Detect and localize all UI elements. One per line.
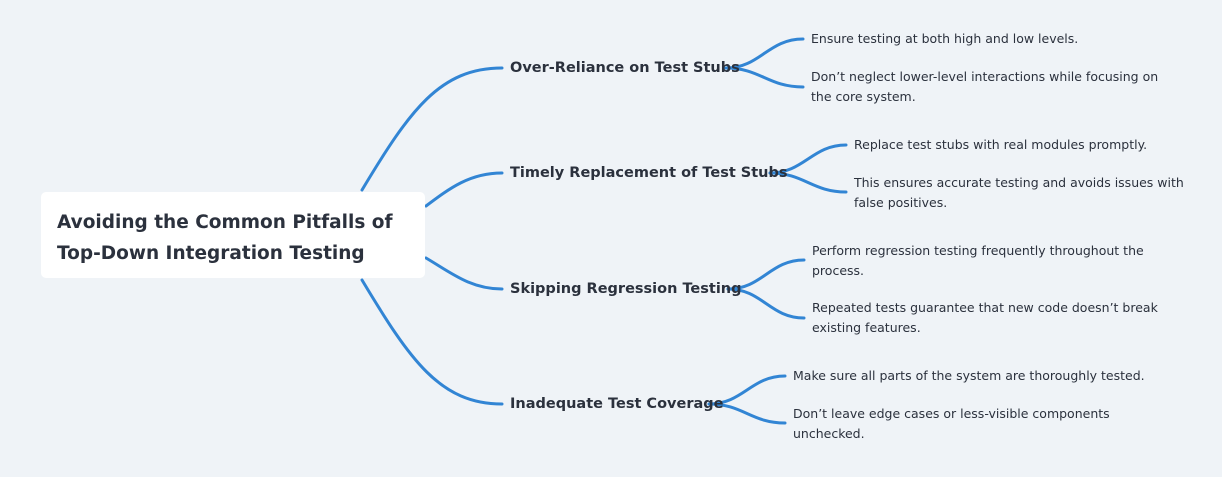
connector-root-to-branch-3 [424, 256, 504, 291]
leaf-topic-repeated-tests[interactable]: Repeated tests guarantee that new code d… [812, 300, 1158, 335]
leaf-topic-ensure-testing[interactable]: Ensure testing at both high and low leve… [811, 31, 1079, 46]
connector-branch-3-to-leaf-1 [726, 258, 806, 291]
branch-topic-inadequate-coverage[interactable]: Inadequate Test Coverage [510, 396, 724, 412]
connector-branch-2-to-leaf-2 [768, 171, 848, 194]
leaf-topic-replace-stubs[interactable]: Replace test stubs with real modules pro… [854, 137, 1148, 152]
leaf-topic-dont-neglect[interactable]: Don’t neglect lower-level interactions w… [811, 69, 1159, 104]
leaf-topic-all-parts-tested[interactable]: Make sure all parts of the system are th… [793, 368, 1145, 383]
leaf-topic-edge-cases[interactable]: Don’t leave edge cases or less-visible c… [793, 406, 1110, 441]
connector-branch-4-to-leaf-2 [707, 402, 787, 425]
connector-branch-3-to-leaf-2 [726, 287, 806, 320]
root-topic-card[interactable]: Avoiding the Common Pitfalls of Top-Down… [41, 192, 425, 278]
leaf-topic-perform-regression[interactable]: Perform regression testing frequently th… [812, 243, 1144, 278]
connector-root-to-branch-4 [360, 278, 504, 406]
branch-topic-skipping-regression[interactable]: Skipping Regression Testing [510, 281, 742, 297]
branch-topic-timely-replacement[interactable]: Timely Replacement of Test Stubs [510, 165, 788, 181]
connector-root-to-branch-1 [360, 66, 504, 192]
branch-topic-over-reliance[interactable]: Over-Reliance on Test Stubs [510, 60, 740, 76]
connector-branch-1-to-leaf-2 [724, 66, 805, 89]
leaf-topic-accurate-testing[interactable]: This ensures accurate testing and avoids… [854, 175, 1184, 210]
connector-root-to-branch-2 [424, 171, 504, 208]
root-topic-title: Avoiding the Common Pitfalls of Top-Down… [57, 212, 393, 264]
